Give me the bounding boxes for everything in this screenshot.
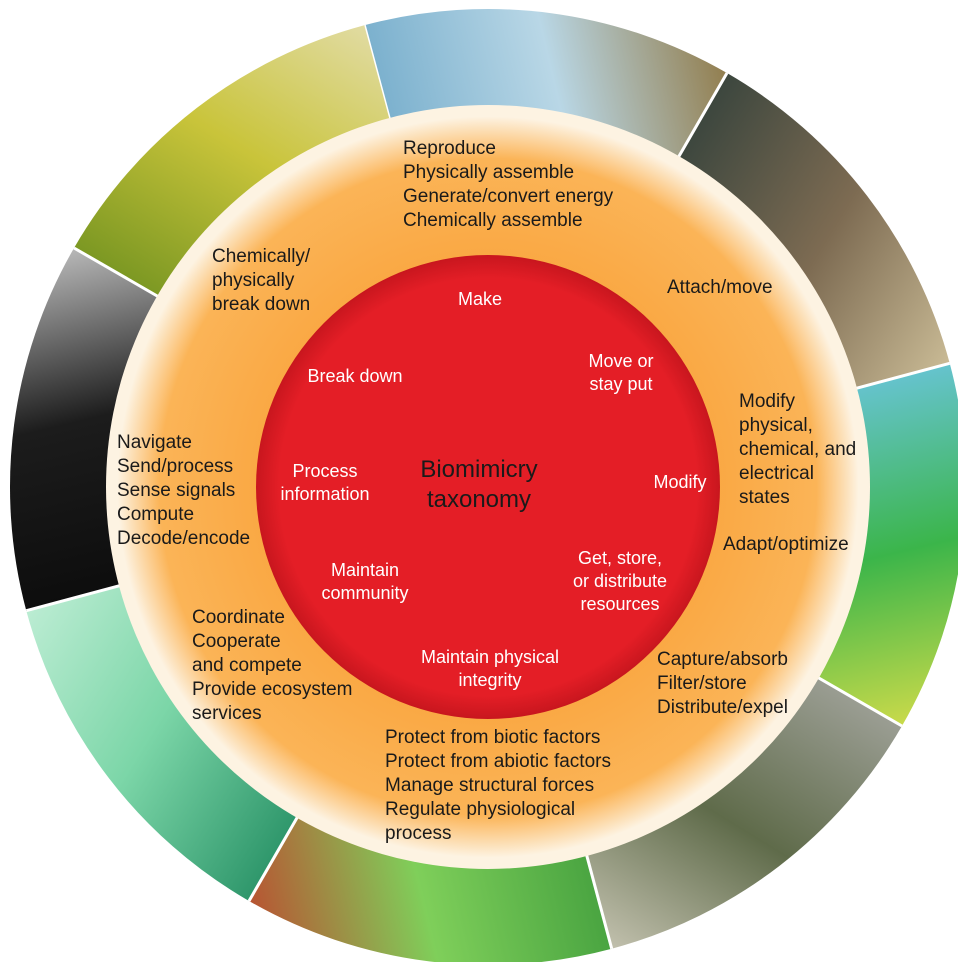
subfunction-item: Chemically assemble (403, 210, 583, 231)
subfunction-item: electrical (739, 463, 814, 484)
function-integrity: Maintain physical integrity (400, 646, 580, 692)
subfunction-item: Navigate (117, 432, 192, 453)
function-core (256, 255, 720, 719)
function-community: Maintain community (310, 559, 420, 605)
subfunction-item: break down (212, 294, 311, 315)
subfunction-item: Attach/move (667, 277, 773, 298)
function-resources: Get, store, or distribute resources (550, 547, 690, 616)
center-title-line: Biomimicry (420, 456, 538, 483)
subfunction-item: Reproduce (403, 138, 496, 159)
subfunction-item: Send/process (117, 456, 234, 477)
function-label: Move or (588, 351, 654, 371)
subfunctions-adapt: Adapt/optimize (723, 533, 849, 557)
subfunction-item: physical, (739, 415, 813, 436)
subfunction-item: and compete (192, 655, 302, 676)
subfunctions-move: Attach/move (667, 276, 773, 300)
subfunction-item: Physically assemble (403, 162, 575, 183)
function-label: Process (292, 461, 358, 481)
subfunction-item: chemical, and (739, 439, 857, 460)
function-breakdown: Break down (290, 365, 420, 388)
subfunctions-modify: Modify physical, chemical, and electrica… (739, 390, 856, 510)
subfunction-item: Provide ecosystem (192, 679, 353, 700)
subfunction-item: Protect from abiotic factors (385, 751, 611, 772)
subfunction-item: Cooperate (192, 631, 281, 652)
function-label: integrity (458, 670, 522, 690)
subfunctions-community: Coordinate Cooperate and compete Provide… (192, 606, 353, 726)
subfunction-item: Distribute/expel (657, 697, 788, 718)
function-modify: Modify (640, 471, 720, 494)
subfunction-item: Decode/encode (117, 528, 251, 549)
subfunction-item: Protect from biotic factors (385, 727, 601, 748)
subfunction-item: Manage structural forces (385, 775, 595, 796)
function-label: community (321, 583, 409, 603)
center-title-line: taxonomy (426, 486, 532, 513)
subfunctions-make: Reproduce Physically assemble Generate/c… (403, 137, 613, 233)
subfunction-item: Capture/absorb (657, 649, 788, 670)
subfunction-item: process (385, 823, 452, 844)
subfunctions-integrity: Protect from biotic factors Protect from… (385, 726, 611, 846)
subfunction-item: Regulate physiological (385, 799, 576, 820)
subfunction-item: Modify (739, 391, 795, 412)
function-label: Make (457, 289, 502, 309)
function-label: information (280, 484, 370, 504)
function-label: or distribute (572, 571, 668, 591)
subfunctions-resources: Capture/absorb Filter/store Distribute/e… (657, 648, 788, 720)
subfunction-item: services (192, 703, 262, 724)
function-move: Move or stay put (566, 350, 676, 396)
subfunction-item: Sense signals (117, 480, 236, 501)
subfunction-item: physically (212, 270, 295, 291)
function-label: Modify (653, 472, 707, 492)
function-make: Make (440, 288, 520, 311)
subfunction-item: Filter/store (657, 673, 747, 694)
function-label: Break down (307, 366, 403, 386)
function-label: stay put (589, 374, 653, 394)
subfunctions-process: Navigate Send/process Sense signals Comp… (117, 431, 250, 551)
function-label: Get, store, (577, 548, 663, 568)
subfunctions-breakdown: Chemically/ physically break down (212, 245, 310, 317)
function-label: Maintain (330, 560, 400, 580)
subfunction-item: Compute (117, 504, 195, 525)
subfunction-item: Generate/convert energy (403, 186, 614, 207)
subfunction-item: Coordinate (192, 607, 285, 628)
function-process: Process information (270, 460, 380, 506)
function-label: Maintain physical (420, 647, 560, 667)
function-label: resources (580, 594, 660, 614)
subfunction-item: Chemically/ (212, 246, 311, 267)
subfunction-item: states (739, 487, 790, 508)
center-title: Biomimicry taxonomy (379, 455, 579, 515)
subfunction-item: Adapt/optimize (723, 534, 849, 555)
